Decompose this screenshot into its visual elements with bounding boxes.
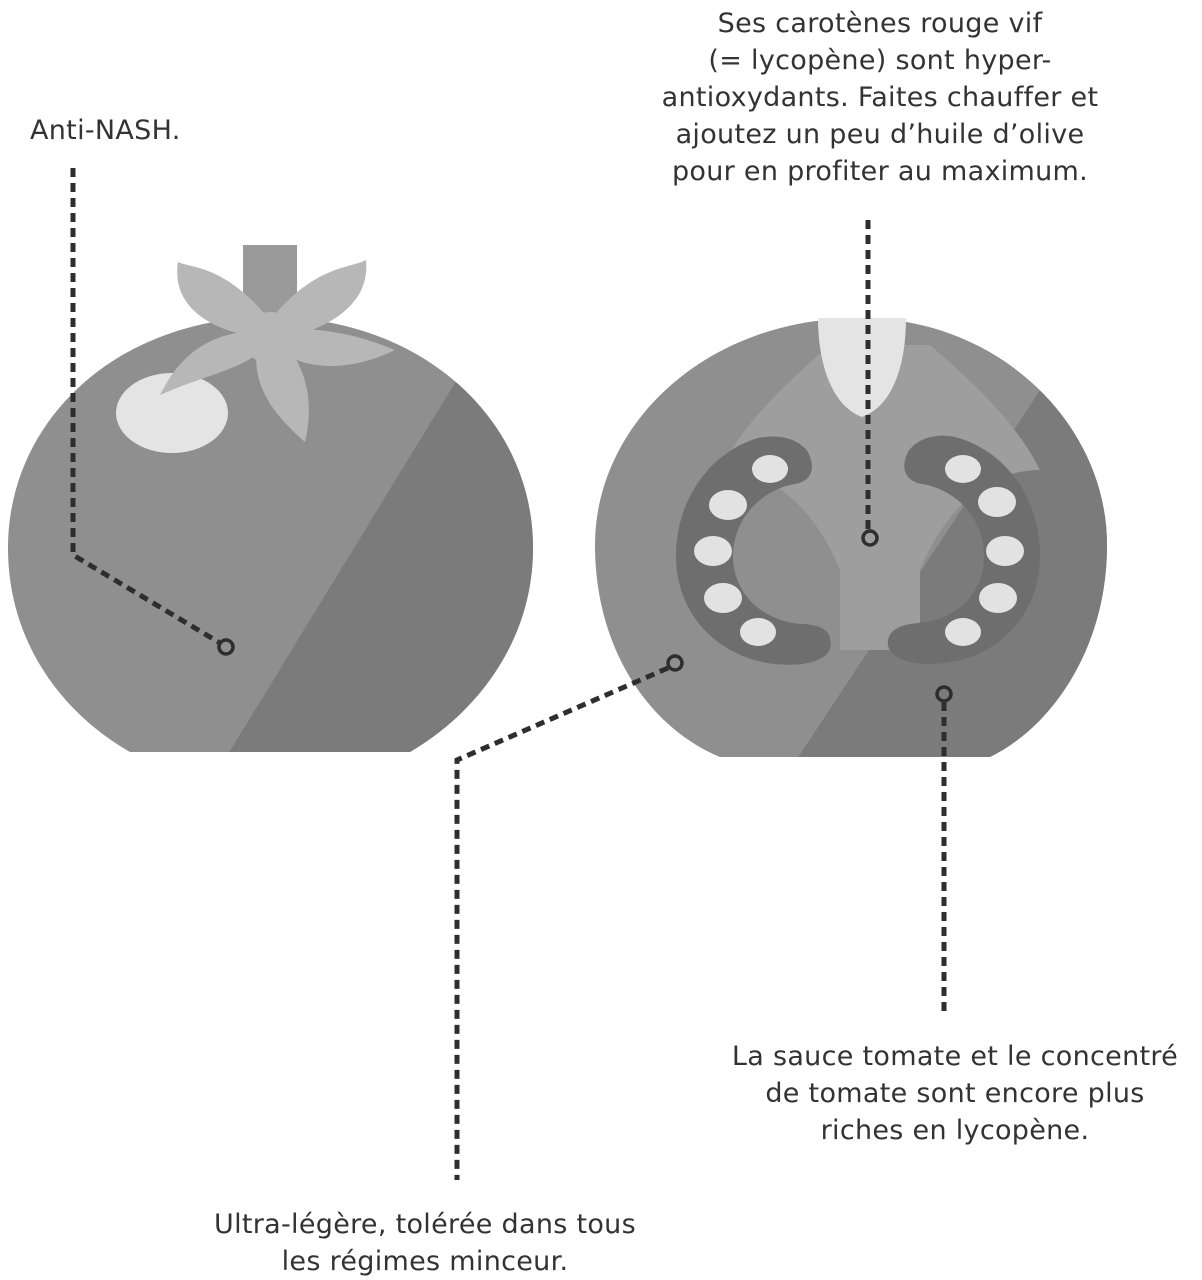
seed — [986, 536, 1024, 566]
caption-line: les régimes minceur. — [150, 1243, 700, 1280]
caption-line: antioxydants. Faites chauffer et — [600, 79, 1160, 116]
caption-sauce-tomate: La sauce tomate et le concentré de tomat… — [700, 1038, 1202, 1149]
caption-line: La sauce tomate et le concentré — [700, 1038, 1202, 1075]
seed — [709, 490, 747, 520]
seed — [752, 455, 788, 483]
seed — [979, 583, 1017, 613]
leaf-center — [244, 312, 296, 364]
caption-line: Ultra-légère, tolérée dans tous — [150, 1206, 700, 1243]
halved-tomato — [580, 300, 1200, 800]
seed — [945, 618, 981, 646]
caption-carotenes: Ses carotènes rouge vif (= lycopène) son… — [600, 5, 1160, 190]
caption-line: Anti-NASH. — [30, 112, 181, 149]
caption-line: (= lycopène) sont hyper- — [600, 42, 1160, 79]
seed — [945, 455, 981, 483]
leader-line-light — [457, 668, 668, 1180]
caption-line: pour en profiter au maximum. — [600, 153, 1160, 190]
whole-tomato — [0, 245, 700, 800]
seed — [704, 583, 742, 613]
caption-line: riches en lycopène. — [700, 1112, 1202, 1149]
caption-line: Ses carotènes rouge vif — [600, 5, 1160, 42]
caption-ultra-legere: Ultra-légère, tolérée dans tous les régi… — [150, 1206, 700, 1280]
caption-line: de tomate sont encore plus — [700, 1075, 1202, 1112]
caption-anti-nash: Anti-NASH. — [30, 112, 181, 149]
seed — [740, 618, 776, 646]
caption-line: ajoutez un peu d’huile d’olive — [600, 116, 1160, 153]
seed — [694, 536, 732, 566]
seed — [978, 487, 1016, 517]
